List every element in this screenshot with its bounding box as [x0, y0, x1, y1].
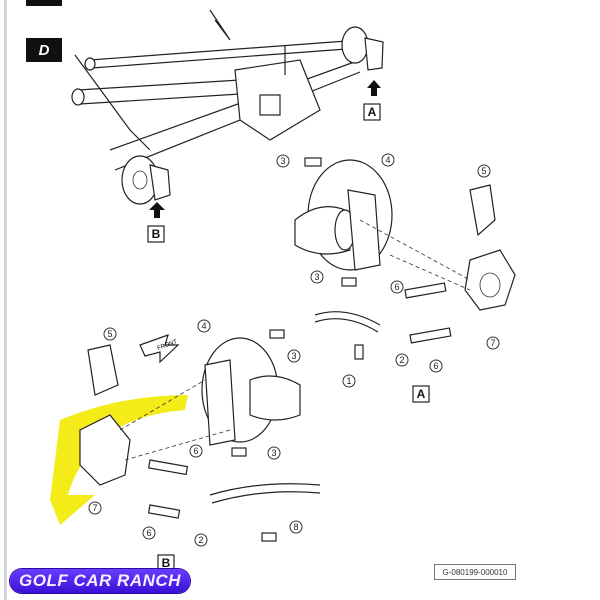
callout: 3: [276, 154, 290, 168]
svg-text:6: 6: [146, 528, 151, 538]
callout: 5: [477, 164, 491, 178]
callout: 2: [395, 353, 409, 367]
svg-text:1: 1: [346, 376, 351, 386]
svg-text:3: 3: [291, 351, 296, 361]
svg-text:5: 5: [481, 166, 486, 176]
svg-text:3: 3: [314, 272, 319, 282]
callout: 6: [142, 526, 156, 540]
svg-text:8: 8: [293, 522, 298, 532]
callouts-left: 4 3 5 7 6 3 6 2 8: [88, 319, 303, 547]
figure-reference-code: G-080199-000010: [434, 564, 516, 580]
svg-text:2: 2: [198, 535, 203, 545]
callout: 3: [287, 349, 301, 363]
svg-text:7: 7: [92, 503, 97, 513]
callout: 1: [342, 374, 356, 388]
svg-text:6: 6: [394, 282, 399, 292]
golf-car-ranch-logo: GOLF CAR RANCH: [10, 569, 190, 593]
rear-axle-assembly: [71, 9, 384, 218]
svg-text:6: 6: [433, 361, 438, 371]
callout: 3: [310, 270, 324, 284]
callout: 5: [103, 327, 117, 341]
svg-text:4: 4: [201, 321, 206, 331]
callouts-right: 3 4 5 3 6 1 2 6 7: [276, 153, 500, 388]
figure-tag: D: [26, 38, 62, 62]
exploded-view-b: FRONT: [50, 329, 321, 542]
callout: 4: [381, 153, 395, 167]
view-b-label-top: B: [147, 225, 165, 243]
exploded-view-a: [294, 157, 516, 360]
previous-figure-tag: [26, 0, 62, 6]
view-b-label: B: [157, 554, 175, 572]
svg-text:3: 3: [280, 156, 285, 166]
svg-text:4: 4: [385, 155, 390, 165]
view-a-label-top: A: [363, 103, 381, 121]
svg-text:7: 7: [490, 338, 495, 348]
callout: 2: [194, 533, 208, 547]
svg-text:B: B: [152, 227, 161, 241]
arrow-a-icon: [367, 80, 381, 96]
svg-text:A: A: [417, 387, 426, 401]
arrow-b-icon: [149, 202, 165, 218]
callout: 6: [390, 280, 404, 294]
callout: 6: [429, 359, 443, 373]
left-border: [4, 0, 7, 600]
callout: 8: [289, 520, 303, 534]
svg-text:B: B: [162, 556, 171, 570]
view-a-label: A: [412, 385, 430, 403]
callout: 7: [486, 336, 500, 350]
callout: 6: [189, 444, 203, 458]
svg-text:5: 5: [107, 329, 112, 339]
svg-text:2: 2: [399, 355, 404, 365]
callout: 4: [197, 319, 211, 333]
svg-text:3: 3: [271, 448, 276, 458]
svg-text:A: A: [368, 105, 377, 119]
svg-text:6: 6: [193, 446, 198, 456]
callout: 3: [267, 446, 281, 460]
callout: 7: [88, 501, 102, 515]
